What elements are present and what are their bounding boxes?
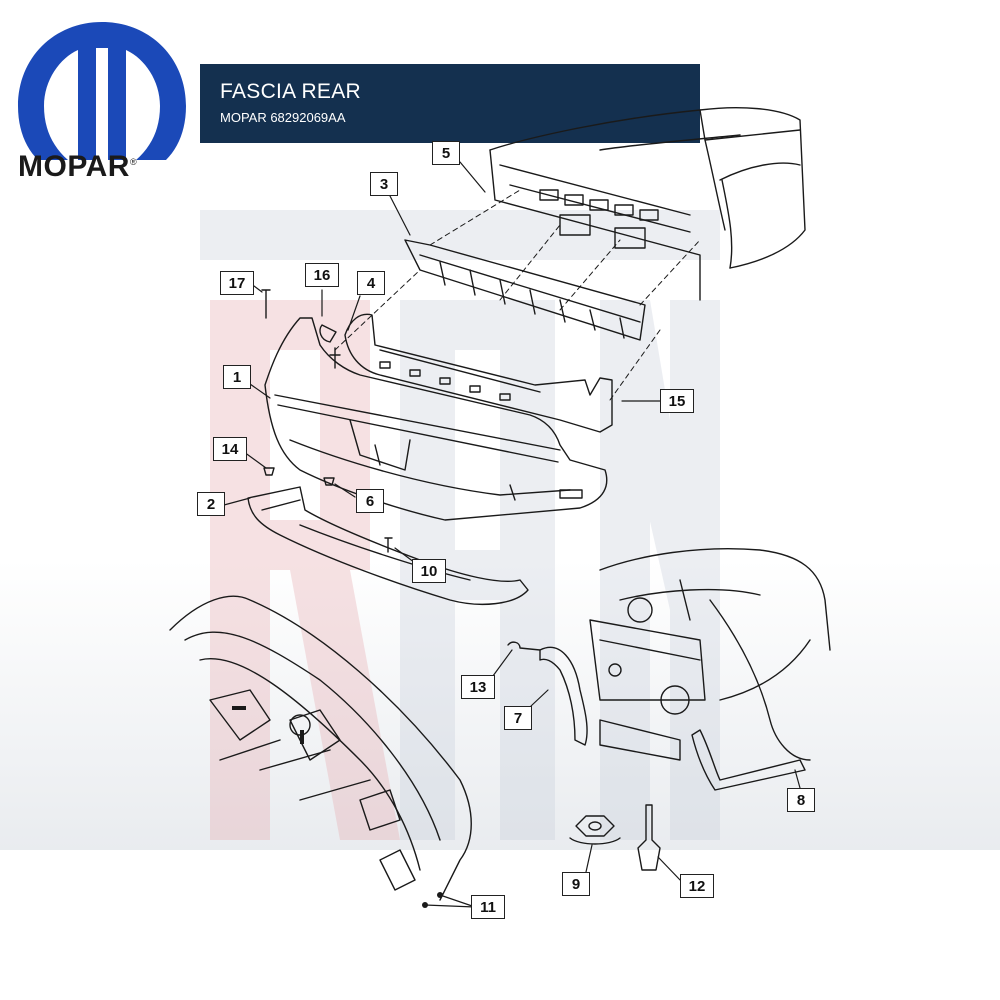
registered-mark: ®: [129, 157, 138, 167]
callout-13: 13: [461, 675, 495, 699]
part-number: MOPAR 68292069AA: [220, 110, 346, 125]
lower-valance-part-2: [247, 486, 529, 605]
title-banner: FASCIA REAR MOPAR 68292069AA: [200, 64, 700, 143]
energy-absorber-part-3: [404, 239, 646, 341]
callout-3: 3: [370, 172, 398, 196]
callout-17: 17: [220, 271, 254, 295]
background-gradient: [0, 560, 1000, 850]
callout-5: 5: [432, 141, 460, 165]
callout-2: 2: [197, 492, 225, 516]
callout-10: 10: [412, 559, 446, 583]
bracket-part-7: [539, 646, 588, 746]
callout-16: 16: [305, 263, 339, 287]
seal-part-8: [691, 729, 806, 791]
part-title: FASCIA REAR: [220, 80, 362, 103]
fascia-support-bracket-part-15: [344, 313, 613, 433]
mopar-wordmark: MOPAR®: [18, 150, 188, 184]
callout-7: 7: [504, 706, 532, 730]
logo-text: MOPAR: [18, 150, 130, 183]
callout-4: 4: [357, 271, 385, 295]
guide-lines: [334, 189, 701, 401]
rear-fascia-part-1: [264, 317, 608, 521]
watermark-logo: [200, 210, 720, 840]
callout-12: 12: [680, 874, 714, 898]
vehicle-rear-body: [489, 107, 806, 301]
callout-9: 9: [562, 872, 590, 896]
rivet-part-12: [637, 804, 661, 871]
callout-15: 15: [660, 389, 694, 413]
callout-11: 11: [471, 895, 505, 919]
callout-8: 8: [787, 788, 815, 812]
callout-1: 1: [223, 365, 251, 389]
callout-6: 6: [356, 489, 384, 513]
body-closeup-view: [589, 548, 831, 761]
fasteners: [261, 289, 541, 651]
filled-details: [232, 706, 443, 908]
callout-14: 14: [213, 437, 247, 461]
mopar-logo-icon: [18, 22, 186, 160]
fascia-closeup-view: [169, 595, 472, 901]
nut-part-9: [569, 815, 621, 845]
leader-lines: [223, 161, 801, 908]
